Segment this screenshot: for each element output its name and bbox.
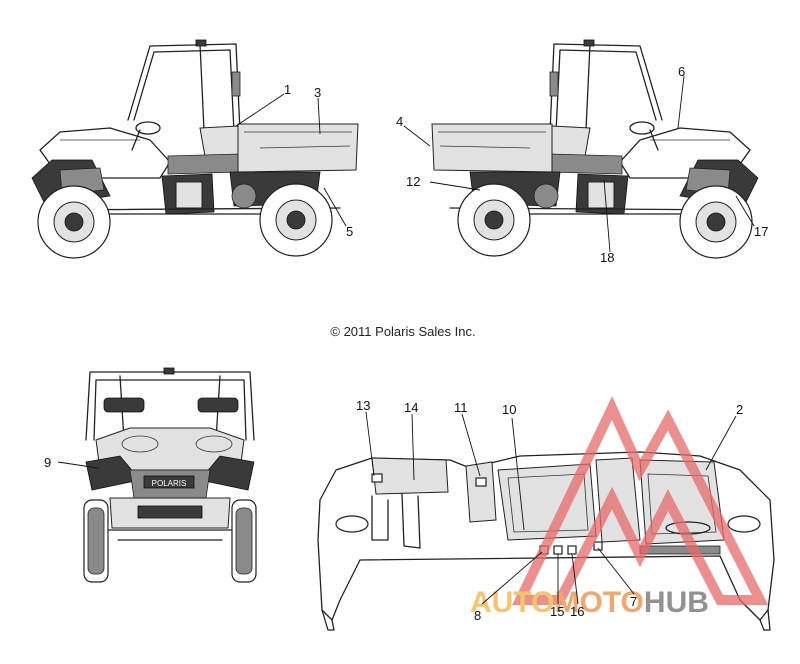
callout-12: 12 xyxy=(406,174,420,189)
callout-11: 11 xyxy=(454,400,468,415)
copyright-text: © 2011 Polaris Sales Inc. xyxy=(330,324,475,339)
callout-18: 18 xyxy=(600,250,614,265)
watermark-text-hub: HUB xyxy=(644,586,709,619)
callout-numbers: 1 2 3 4 5 6 7 8 9 10 11 12 13 14 15 16 1… xyxy=(44,64,768,623)
callout-8: 8 xyxy=(474,608,481,623)
watermark-text-moto: MOTO xyxy=(554,586,643,619)
callout-15: 15 xyxy=(550,604,564,619)
svg-text:AUTOMOTOHUB: AUTOMOTOHUB xyxy=(470,586,709,619)
callout-1: 1 xyxy=(284,82,291,97)
callout-9: 9 xyxy=(44,455,51,470)
watermark-text-auto: AUTO xyxy=(470,586,554,619)
callout-4: 4 xyxy=(396,114,403,129)
callout-10: 10 xyxy=(502,402,516,417)
brand-badge-text: POLARIS xyxy=(152,479,187,488)
watermark-triangle-logo xyxy=(512,396,769,605)
vehicle-front-view: POLARIS xyxy=(83,367,257,583)
callout-17: 17 xyxy=(754,224,768,239)
callout-7: 7 xyxy=(630,594,637,609)
vehicle-left-side-view xyxy=(31,39,359,259)
callout-14: 14 xyxy=(404,400,418,415)
callout-3: 3 xyxy=(314,85,321,100)
vehicle-right-side-view xyxy=(431,39,759,259)
brand-badge xyxy=(143,475,195,489)
callout-5: 5 xyxy=(346,224,353,239)
callout-2: 2 xyxy=(736,402,743,417)
callout-6: 6 xyxy=(678,64,685,79)
callout-16: 16 xyxy=(570,604,584,619)
callout-leaders xyxy=(57,75,755,605)
callout-13: 13 xyxy=(356,398,370,413)
